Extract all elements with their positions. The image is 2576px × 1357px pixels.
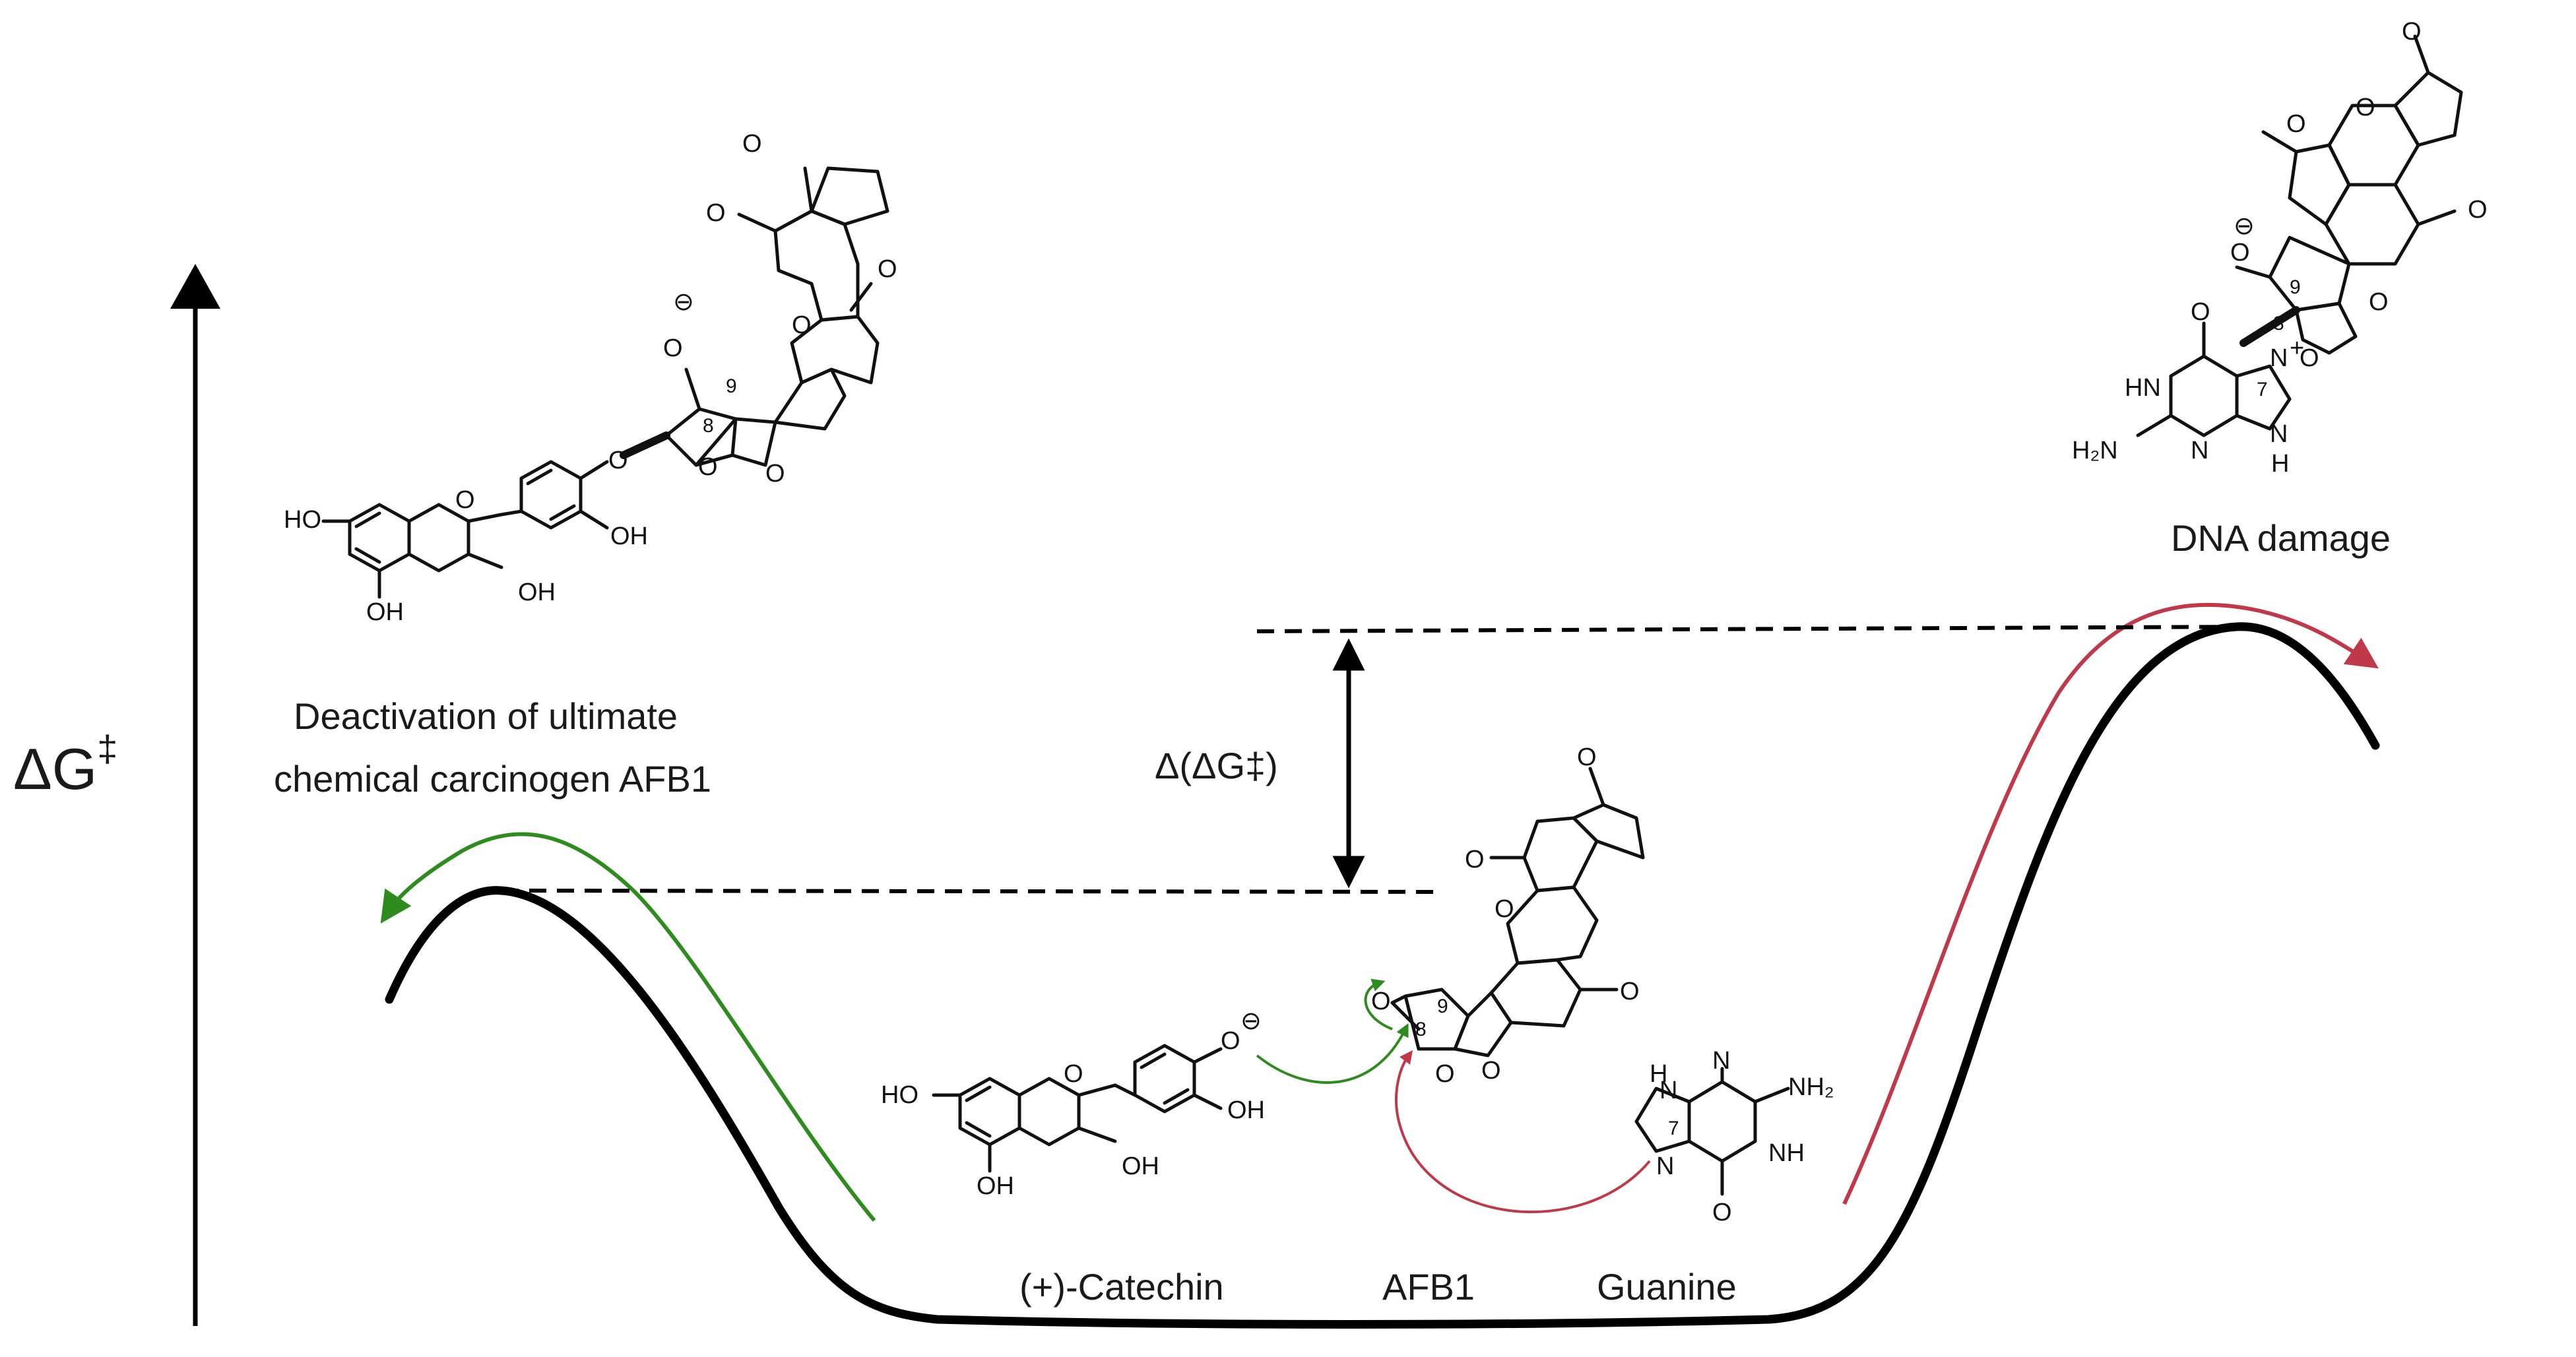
catechin-attack-arrow [1256, 1023, 1409, 1084]
deactivation-caption-line1: Deactivation of ultimate [294, 695, 678, 737]
svg-text:O: O [792, 311, 812, 339]
svg-text:O: O [2356, 94, 2375, 121]
afb1-structure [1390, 767, 1645, 1057]
svg-text:N: N [1712, 1047, 1730, 1075]
svg-text:H₂N: H₂N [2072, 437, 2118, 464]
svg-text:HO: HO [881, 1081, 918, 1109]
epoxide-opening-arrow [1364, 978, 1393, 1030]
svg-text:OH: OH [610, 522, 648, 550]
svg-text:O: O [765, 460, 785, 488]
svg-text:⊖: ⊖ [2234, 212, 2255, 240]
catechin-afb1-adduct-atoms: HO OH OH OH O O O ⊖ O O O O O O 8 9 [284, 130, 897, 626]
svg-text:O: O [1620, 978, 1640, 1005]
svg-text:O: O [2402, 18, 2422, 46]
svg-text:O: O [1495, 895, 1514, 923]
svg-text:HO: HO [284, 506, 321, 534]
svg-text:O: O [663, 334, 683, 362]
svg-text:⊖: ⊖ [673, 288, 694, 316]
svg-text:8: 8 [2273, 313, 2284, 334]
svg-text:O: O [878, 255, 897, 283]
y-axis [170, 264, 220, 1326]
svg-text:O: O [1481, 1057, 1501, 1085]
svg-text:N: N [1656, 1152, 1674, 1180]
svg-text:O: O [698, 453, 718, 481]
y-axis-arrowhead-icon [170, 264, 220, 309]
svg-text:O: O [2230, 239, 2250, 267]
svg-text:8: 8 [703, 415, 714, 437]
svg-text:NH₂: NH₂ [1788, 1073, 1834, 1101]
svg-text:O: O [2369, 288, 2389, 316]
low-barrier-dashed-line [501, 889, 1439, 894]
svg-text:NH: NH [1768, 1139, 1805, 1167]
energy-profile-curve [385, 622, 2380, 1329]
svg-text:+: + [2290, 334, 2304, 362]
guanine-pathway-arrow [1842, 602, 2379, 1205]
catechin-atoms: HO OH OH OH O O ⊖ [881, 1007, 1265, 1200]
svg-text:⊖: ⊖ [1240, 1007, 1262, 1035]
svg-text:O: O [1371, 988, 1391, 1015]
svg-text:9: 9 [2290, 276, 2301, 298]
svg-text:N: N [2270, 344, 2288, 372]
deactivation-caption-line2: chemical carcinogen AFB1 [274, 758, 711, 800]
svg-text:O: O [2191, 298, 2210, 326]
svg-text:9: 9 [726, 375, 737, 397]
catechin-structure [932, 1044, 1223, 1173]
guanine-afb1-adduct-atoms: O ⊖ O O O O O O 9 8 O HN H₂N N N + 7 N H [2072, 18, 2488, 478]
guanine-caption: Guanine [1597, 1266, 1737, 1308]
svg-text:O: O [2468, 196, 2488, 224]
svg-text:9: 9 [1437, 995, 1448, 1017]
svg-text:HN: HN [2125, 374, 2161, 402]
svg-text:N: N [1659, 1077, 1677, 1104]
svg-text:OH: OH [366, 598, 404, 626]
svg-text:OH: OH [518, 579, 556, 606]
svg-text:O: O [742, 130, 762, 158]
svg-text:O: O [2300, 344, 2319, 372]
afb1-atoms: O O O O O O O 8 9 [1371, 743, 1640, 1088]
svg-text:O: O [608, 447, 628, 474]
svg-text:O: O [1221, 1027, 1240, 1055]
svg-text:8: 8 [1415, 1019, 1427, 1040]
afb1-caption: AFB1 [1382, 1266, 1475, 1308]
high-barrier-dashed-line [1256, 625, 2244, 633]
guanine-atoms: H N N NH₂ NH N 7 O [1650, 1047, 1834, 1226]
svg-text:OH: OH [1227, 1096, 1265, 1124]
svg-text:O: O [2286, 110, 2306, 138]
svg-text:O: O [1465, 846, 1485, 873]
y-axis-label: ΔG‡ [13, 728, 117, 802]
dna-damage-caption: DNA damage [2171, 517, 2391, 559]
delta-delta-g-label: Δ(ΔG‡) [1155, 745, 1278, 786]
svg-text:H: H [1650, 1060, 1667, 1088]
svg-text:7: 7 [2257, 379, 2268, 400]
svg-text:7: 7 [1668, 1118, 1679, 1139]
svg-text:O: O [455, 486, 475, 514]
svg-text:OH: OH [977, 1172, 1014, 1200]
guanine-attack-arrow [1394, 1050, 1651, 1214]
svg-text:O: O [1435, 1060, 1455, 1088]
guanine-afb1-adduct-structure [2136, 34, 2463, 437]
svg-text:N: N [2270, 420, 2288, 448]
catechin-afb1-adduct-structure [321, 166, 889, 599]
catechin-pathway-arrow [380, 832, 876, 1222]
catechin-caption: (+)-Catechin [1019, 1266, 1224, 1308]
svg-text:N: N [2191, 437, 2208, 464]
svg-text:O: O [706, 199, 726, 227]
guanine-structure [1634, 1067, 1790, 1196]
svg-text:O: O [1064, 1060, 1083, 1088]
svg-text:O: O [1577, 743, 1597, 771]
svg-text:OH: OH [1122, 1152, 1159, 1180]
svg-text:H: H [2271, 450, 2289, 478]
svg-text:O: O [1712, 1199, 1732, 1226]
